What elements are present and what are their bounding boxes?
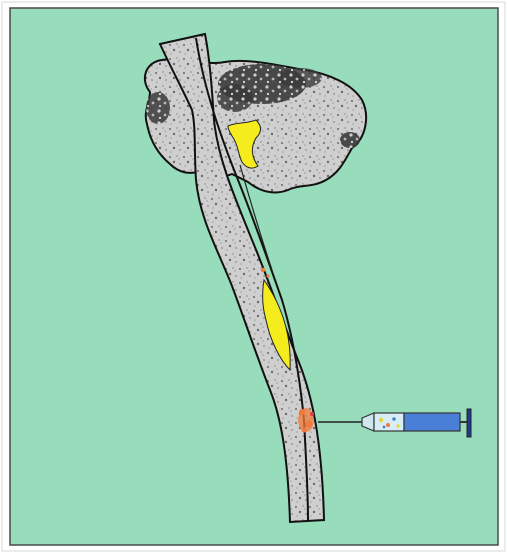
trabecular-cluster	[146, 92, 170, 124]
trabecular-cluster	[217, 84, 253, 112]
marker-dot	[266, 274, 269, 277]
marker-dot	[261, 268, 265, 272]
trabecular-cluster	[278, 68, 322, 88]
trabecular-cluster	[340, 132, 360, 148]
